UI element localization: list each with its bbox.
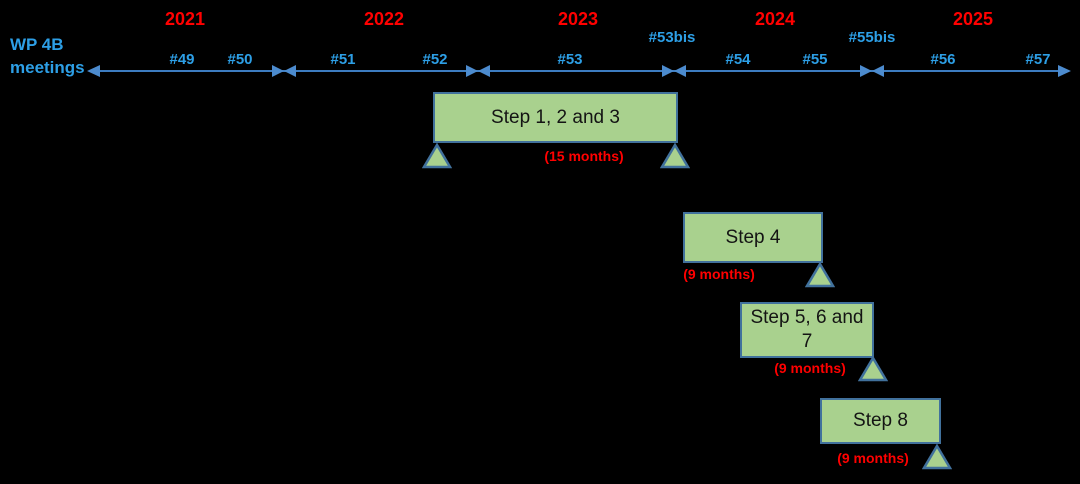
marker-right-triangle-icon xyxy=(466,65,478,77)
meeting-label-53bis: #53bis xyxy=(648,29,696,46)
step-box-4: Step 4 xyxy=(683,212,823,263)
milestone-triangle-icon xyxy=(922,444,952,470)
step-duration-label: (9 months) xyxy=(837,450,909,466)
milestone-triangle-icon xyxy=(858,356,888,382)
year-boundary-marker-icon xyxy=(466,65,490,77)
axis-arrow-left-icon xyxy=(87,65,100,77)
year-label-2024: 2024 xyxy=(754,9,796,29)
marker-left-triangle-icon xyxy=(478,65,490,77)
meeting-label-55bis: #55bis xyxy=(848,29,896,46)
year-boundary-marker-icon xyxy=(272,65,296,77)
step-box-5-6-7: Step 5, 6 and 7 xyxy=(740,302,874,358)
step-box-8: Step 8 xyxy=(820,398,941,444)
step-duration-label: (9 months) xyxy=(683,266,755,282)
milestone-triangle-icon xyxy=(422,143,452,169)
year-label-2022: 2022 xyxy=(363,9,405,29)
step-box-label: Step 8 xyxy=(853,410,908,432)
meeting-label-52: #52 xyxy=(422,51,448,68)
meeting-label-49: #49 xyxy=(169,51,195,68)
marker-right-triangle-icon xyxy=(272,65,284,77)
milestone-triangle-icon xyxy=(660,143,690,169)
marker-left-triangle-icon xyxy=(674,65,686,77)
axis-title-line2: meetings xyxy=(10,58,85,77)
axis-title: WP 4B meetings xyxy=(10,33,85,79)
meeting-label-53: #53 xyxy=(557,51,583,68)
step-box-label: Step 5, 6 and 7 xyxy=(750,307,864,352)
milestone-triangle-icon xyxy=(805,262,835,288)
axis-arrow-right-icon xyxy=(1058,65,1071,77)
meeting-label-51: #51 xyxy=(330,51,356,68)
step-box-1-2-3: Step 1, 2 and 3 xyxy=(433,92,678,143)
marker-right-triangle-icon xyxy=(662,65,674,77)
meeting-label-56: #56 xyxy=(930,51,956,68)
marker-right-triangle-icon xyxy=(860,65,872,77)
step-duration-label: (15 months) xyxy=(544,148,624,164)
year-boundary-marker-icon xyxy=(662,65,686,77)
year-boundary-marker-icon xyxy=(860,65,884,77)
axis-title-line1: WP 4B xyxy=(10,35,64,54)
step-box-label: Step 1, 2 and 3 xyxy=(491,106,620,128)
year-label-2021: 2021 xyxy=(164,9,206,29)
marker-left-triangle-icon xyxy=(284,65,296,77)
timeline-axis xyxy=(96,70,1062,72)
meeting-label-55: #55 xyxy=(802,51,828,68)
meeting-label-57: #57 xyxy=(1025,51,1051,68)
meeting-label-50: #50 xyxy=(227,51,253,68)
step-box-label: Step 4 xyxy=(725,226,781,248)
step-duration-label: (9 months) xyxy=(774,360,846,376)
marker-left-triangle-icon xyxy=(872,65,884,77)
year-label-2025: 2025 xyxy=(952,9,994,29)
meeting-label-54: #54 xyxy=(725,51,751,68)
year-label-2023: 2023 xyxy=(557,9,599,29)
